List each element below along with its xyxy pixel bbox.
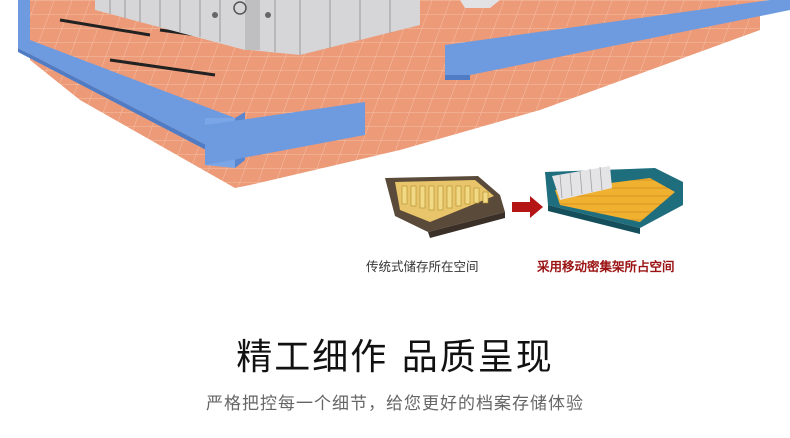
mobile-shelving-caption: 采用移动密集架所占空间 [537, 259, 675, 274]
blue-wall-front [205, 102, 365, 165]
blue-wall-left [18, 0, 235, 160]
section-headline: 精工细作 品质呈现 [236, 337, 554, 378]
arrow-right-icon [512, 196, 543, 218]
traditional-storage-caption: 传统式储存所在空间 [366, 259, 479, 274]
mobile-shelving [95, 0, 420, 55]
mobile-shelving-thumbnail [545, 166, 683, 234]
traditional-storage-thumbnail [385, 176, 505, 238]
section-subheadline: 严格把控每一个细节，给您更好的档案存储体验 [206, 394, 584, 414]
blue-wall-right [445, 0, 790, 75]
